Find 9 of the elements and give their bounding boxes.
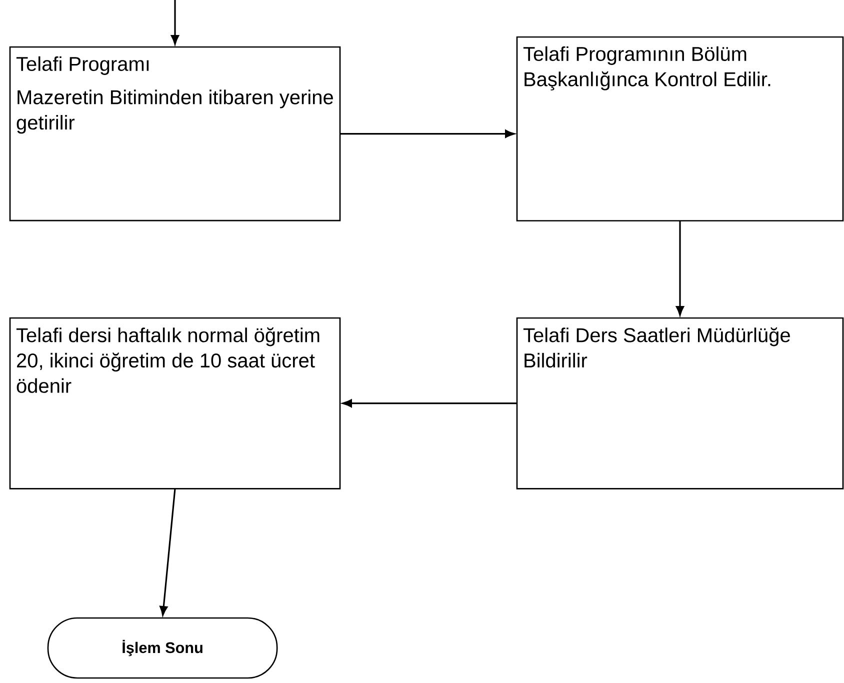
arrow (676, 220, 684, 316)
process-box: Telafi Programının Bölüm Başkanlığınca Kontrol Edilir. (516, 36, 844, 222)
arrow (340, 130, 515, 138)
process-box: Telafi dersi haftalık normal öğretim 20, ikinci öğretim de 10 saat ücret ödenir (9, 317, 341, 490)
process-box: Telafi Ders Saatleri Müdürlüğe Bildirilir (516, 317, 844, 490)
arrow (342, 399, 517, 408)
process-box: Telafi Programı Mazeretin Bitiminden itibaren yerine getirilir (9, 46, 341, 222)
arrow (160, 488, 176, 616)
arrow (170, 35, 180, 45)
